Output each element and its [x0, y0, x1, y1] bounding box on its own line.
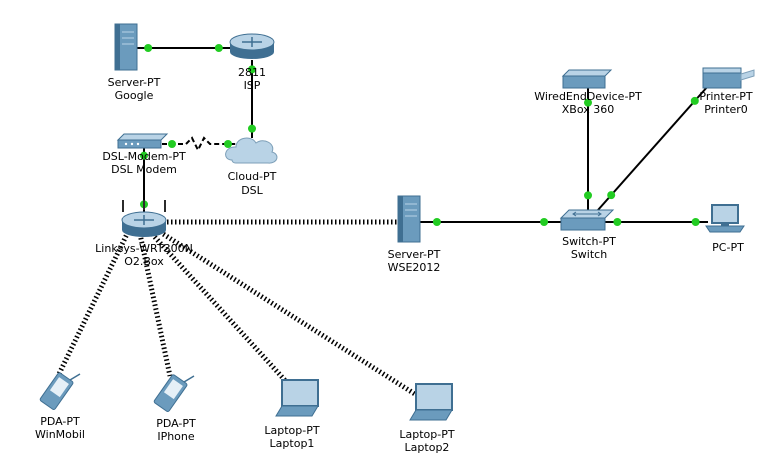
link-port-indicator	[540, 218, 549, 226]
device-label: Server-PT	[388, 248, 441, 261]
device-label: Server-PT	[108, 76, 161, 89]
router-icon	[229, 33, 275, 59]
device-label: ISP	[244, 79, 261, 92]
device-o2box[interactable]: Linksys-WRT300N O2.Box	[95, 200, 193, 268]
link-port-indicator	[613, 218, 622, 226]
device-label: XBox 360	[562, 103, 614, 116]
device-label: Switch-PT	[562, 235, 616, 248]
link-port-indicator	[690, 96, 699, 105]
device-label: O2.Box	[124, 255, 164, 268]
ports-layer	[140, 44, 700, 226]
server-icon	[114, 23, 138, 71]
device-label: Laptop2	[405, 441, 450, 454]
laptop-icon	[275, 379, 319, 417]
link-port-indicator	[584, 98, 592, 107]
device-dsl-modem[interactable]: DSL-Modem-PT DSL Modem	[102, 133, 186, 176]
device-switch[interactable]: Switch-PT Switch	[559, 209, 616, 261]
link-port-indicator	[248, 124, 256, 133]
pda-icon	[153, 374, 195, 412]
link-port-indicator	[584, 191, 592, 200]
device-label: PC-PT	[712, 241, 744, 254]
device-wse2012[interactable]: Server-PT WSE2012	[388, 195, 441, 274]
device-label: DSL	[241, 184, 263, 197]
link-port-indicator	[607, 191, 616, 200]
link-o2box-laptop1	[150, 232, 294, 390]
device-label: Printer0	[704, 103, 748, 116]
link-port-indicator	[140, 151, 148, 160]
device-iphone[interactable]: PDA-PT IPhone	[153, 374, 196, 443]
device-label: IPhone	[157, 430, 195, 443]
switch-icon	[559, 209, 615, 231]
device-label: PDA-PT	[40, 415, 80, 428]
links-layer	[55, 47, 709, 399]
link-port-indicator	[144, 44, 153, 52]
cloud-icon	[225, 137, 278, 164]
link-port-indicator	[214, 44, 223, 52]
device-label: Laptop-PT	[399, 428, 454, 441]
device-printer[interactable]: Printer-PT Printer0	[699, 67, 755, 116]
device-label: WSE2012	[388, 261, 441, 274]
device-label: WinMobil	[35, 428, 85, 441]
device-laptop1[interactable]: Laptop-PT Laptop1	[264, 379, 320, 450]
link-port-indicator	[224, 140, 232, 148]
device-label: DSL-Modem-PT	[102, 150, 186, 163]
link-o2box-iphone	[137, 233, 173, 377]
link-port-indicator	[168, 140, 176, 148]
pc-icon	[705, 204, 745, 233]
device-label: Laptop-PT	[264, 424, 319, 437]
device-label: PDA-PT	[156, 417, 196, 430]
device-isp[interactable]: 2811 ISP	[229, 33, 275, 92]
server-icon	[397, 195, 421, 243]
device-cloud[interactable]: Cloud-PT DSL	[225, 137, 278, 197]
link-dslmodem-cloud	[162, 136, 238, 153]
device-label: WiredEndDevice-PT	[534, 90, 642, 103]
pda-icon	[39, 372, 81, 410]
device-label: 2811	[238, 66, 266, 79]
device-label: DSL Modem	[111, 163, 177, 176]
link-o2box-laptop2	[158, 229, 420, 399]
laptop-icon	[409, 383, 453, 421]
device-xbox[interactable]: WiredEndDevice-PT XBox 360	[534, 69, 642, 116]
link-port-indicator	[691, 218, 700, 226]
device-label: Linksys-WRT300N	[95, 242, 193, 255]
link-o2box-winmobil	[55, 230, 131, 378]
device-winmobil[interactable]: PDA-PT WinMobil	[35, 372, 85, 441]
link-port-indicator	[432, 218, 441, 226]
device-label: Google	[115, 89, 154, 102]
device-pc[interactable]: PC-PT	[705, 204, 745, 254]
device-google[interactable]: Server-PT Google	[108, 23, 161, 102]
link-switch-printer	[597, 85, 709, 211]
wired-device-icon	[561, 69, 613, 89]
printer-icon	[702, 67, 755, 89]
device-label: Cloud-PT	[228, 170, 277, 183]
device-laptop2[interactable]: Laptop-PT Laptop2	[399, 383, 455, 454]
device-label: Printer-PT	[699, 90, 752, 103]
link-port-indicator	[248, 65, 256, 74]
device-label: Laptop1	[270, 437, 315, 450]
device-label: Switch	[571, 248, 607, 261]
wireless-router-icon	[121, 200, 167, 237]
modem-icon	[116, 133, 169, 149]
